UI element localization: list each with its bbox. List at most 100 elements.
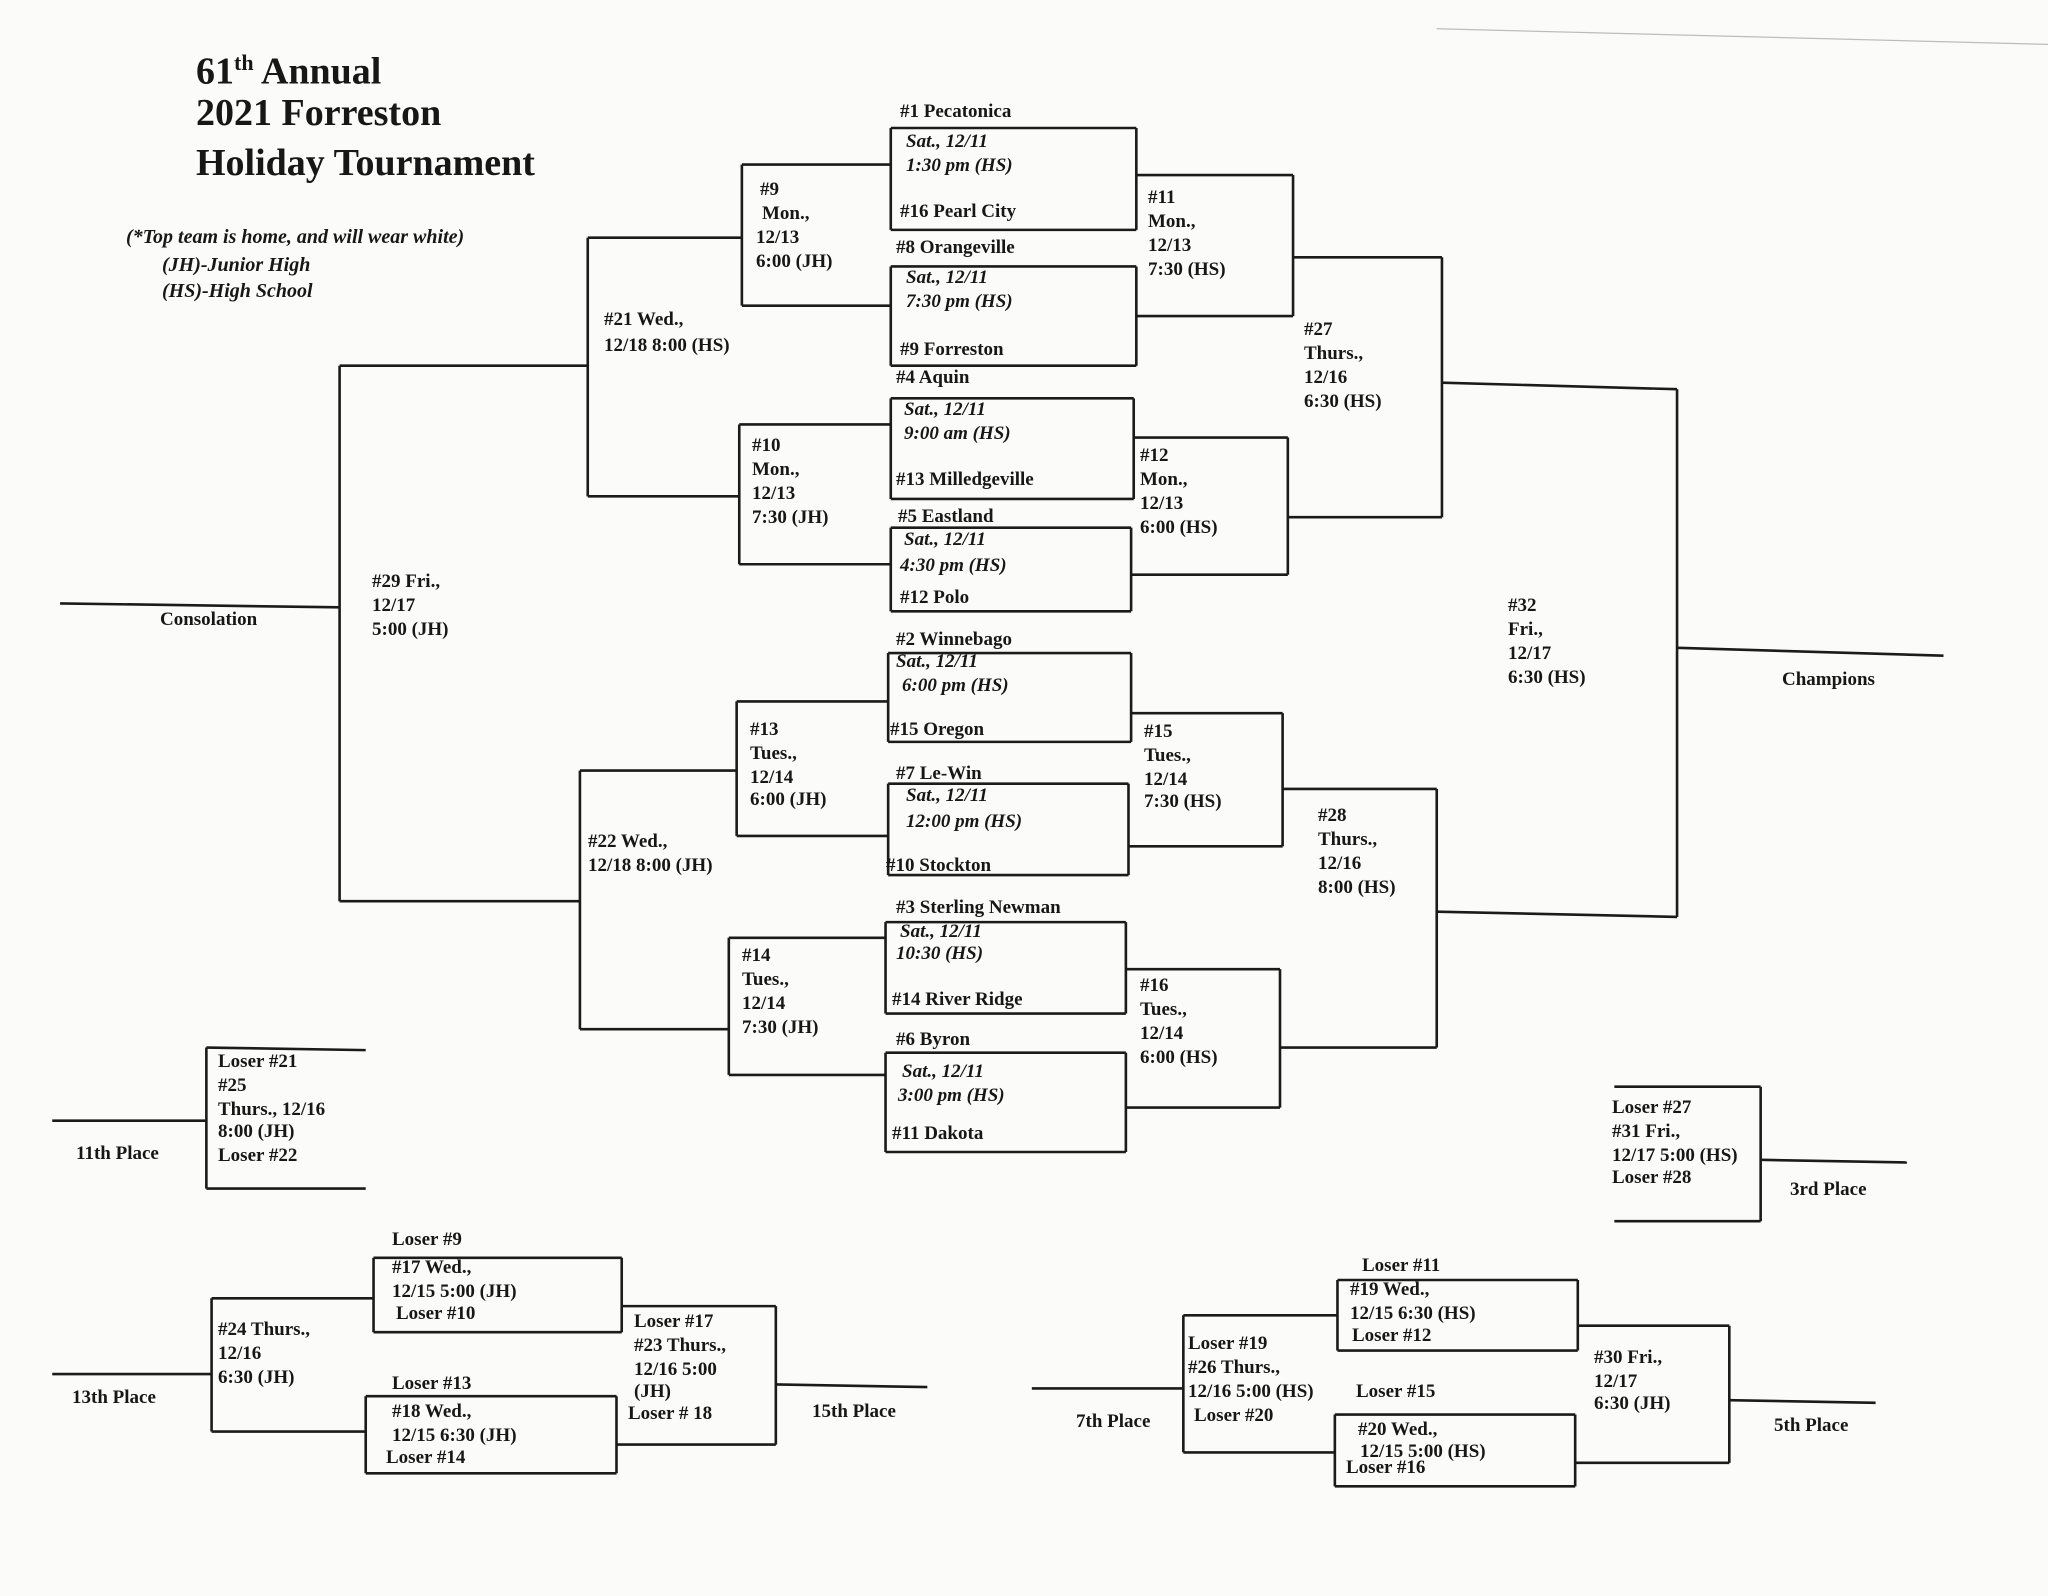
r1-1-time: 1:30 pm (HS) <box>906 155 1013 176</box>
game-27-time: 6:30 (HS) <box>1304 391 1382 412</box>
game-31-number: #31 Fri., <box>1612 1121 1681 1142</box>
game-23-date: 12/16 5:00 <box>634 1359 717 1380</box>
game-12-date: 12/13 <box>1140 493 1184 514</box>
r1-5-time: 6:00 pm (HS) <box>902 675 1009 696</box>
game-21-line1: #21 Wed., <box>604 309 684 330</box>
game-30-date: 12/17 <box>1594 1371 1638 1392</box>
title-line-3: Holiday Tournament <box>196 142 535 184</box>
game-26-loser-19: Loser #19 <box>1188 1333 1268 1354</box>
r1-7-bottom-team: #14 River Ridge <box>892 989 1023 1010</box>
title-line-2: 2021 Forreston <box>196 92 442 134</box>
game-19-loser-12: Loser #12 <box>1352 1325 1432 1346</box>
r1-box-4 <box>889 526 1133 613</box>
r1-4-bottom-team: #12 Polo <box>900 587 970 608</box>
hs-legend: (HS)-High School <box>162 280 313 302</box>
game-31-loser-27: Loser #27 <box>1612 1097 1692 1118</box>
game-25-loser-21: Loser #21 <box>218 1051 298 1072</box>
game-9-date: 12/13 <box>756 227 800 248</box>
game-20-number: #20 Wed., <box>1358 1419 1438 1440</box>
r1-2-time: 7:30 pm (HS) <box>906 291 1013 312</box>
game-30-number: #30 Fri., <box>1594 1347 1663 1368</box>
game-19-number: #19 Wed., <box>1350 1279 1430 1300</box>
fifteenth-place-label: 15th Place <box>812 1401 896 1422</box>
game-12-time: 6:00 (HS) <box>1140 517 1218 538</box>
title-number: 61 <box>196 50 234 93</box>
game-27-day: Thurs., <box>1304 343 1364 364</box>
game-29-line3: 5:00 (JH) <box>372 619 449 640</box>
game-19-loser-11: Loser #11 <box>1362 1255 1441 1276</box>
game-10-date: 12/13 <box>752 483 796 504</box>
game-30-time: 6:30 (JH) <box>1594 1393 1671 1414</box>
game-31-loser-28: Loser #28 <box>1612 1167 1692 1188</box>
r1-8-bottom-team: #11 Dakota <box>892 1123 984 1144</box>
r1-2-bottom-team: #9 Forreston <box>900 339 1004 360</box>
game-32-time: 6:30 (HS) <box>1508 667 1586 688</box>
r1-6-date: Sat., 12/11 <box>906 785 988 806</box>
game-25-number: #25 <box>218 1075 247 1096</box>
r1-box-1 <box>889 126 1138 232</box>
r1-8-top-team: #6 Byron <box>896 1029 971 1050</box>
game-11-time: 7:30 (HS) <box>1148 259 1226 280</box>
fifth-place-label: 5th Place <box>1774 1415 1849 1436</box>
r1-6-top-team: #7 Le-Win <box>896 763 982 784</box>
r1-6-bottom-team: #10 Stockton <box>886 855 992 876</box>
game-29-line2: 12/17 <box>372 595 416 616</box>
game-28-number: #28 <box>1318 805 1347 826</box>
game-14-time: 7:30 (JH) <box>742 1017 819 1038</box>
r1-1-top-team: #1 Pecatonica <box>900 101 1012 122</box>
game-20-date-time: 12/15 5:00 (HS) <box>1360 1441 1486 1462</box>
game-23-time: (JH) <box>634 1381 671 1402</box>
game-25-date: Thurs., 12/16 <box>218 1099 326 1120</box>
r1-8-time: 3:00 pm (HS) <box>898 1085 1005 1106</box>
game-26-date-time: 12/16 5:00 (HS) <box>1188 1381 1314 1402</box>
game-24-date: 12/16 <box>218 1343 262 1364</box>
game-23-number: #23 Thurs., <box>634 1335 727 1356</box>
game-10-day: Mon., <box>752 459 800 480</box>
game-28-date: 12/16 <box>1318 853 1362 874</box>
game-23-loser-18: Loser # 18 <box>628 1403 713 1424</box>
game-32-day: Fri., <box>1508 619 1543 640</box>
game-13-time: 6:00 (JH) <box>750 789 827 810</box>
r1-7-time: 10:30 (HS) <box>896 943 984 964</box>
r1-3-time: 9:00 am (HS) <box>904 423 1011 444</box>
game-11-date: 12/13 <box>1148 235 1192 256</box>
game-12-number: #12 <box>1140 445 1169 466</box>
game-17-date-time: 12/15 5:00 (JH) <box>392 1281 517 1302</box>
game-16-time: 6:00 (HS) <box>1140 1047 1218 1068</box>
game-16-day: Tues., <box>1140 999 1187 1020</box>
game-32-date: 12/17 <box>1508 643 1552 664</box>
game-24-number: #24 Thurs., <box>218 1319 311 1340</box>
game-15-number: #15 <box>1144 721 1173 742</box>
game-17-number: #17 Wed., <box>392 1257 472 1278</box>
game-26-loser-20: Loser #20 <box>1194 1405 1274 1426</box>
r1-box-5 <box>886 651 1133 744</box>
game-13-number: #13 <box>750 719 779 740</box>
r1-5-top-team: #2 Winnebago <box>896 629 1012 650</box>
game-29-line1: #29 Fri., <box>372 571 441 592</box>
r1-4-time: 4:30 pm (HS) <box>900 555 1007 576</box>
r1-1-bottom-team: #16 Pearl City <box>900 201 1017 222</box>
r1-5-bottom-team: #15 Oregon <box>890 719 985 740</box>
r1-8-date: Sat., 12/11 <box>902 1061 984 1082</box>
game-20-loser-15: Loser #15 <box>1356 1381 1436 1402</box>
game-23-loser-17: Loser #17 <box>634 1311 714 1332</box>
r1-4-top-team: #5 Eastland <box>898 506 994 527</box>
game-14-date: 12/14 <box>742 993 786 1014</box>
game-9-number: #9 <box>760 179 779 200</box>
page-title: 61th Annual <box>196 38 381 97</box>
game-16-number: #16 <box>1140 975 1169 996</box>
game-21-line2: 12/18 8:00 (HS) <box>604 335 730 356</box>
game-10-number: #10 <box>752 435 781 456</box>
game-10-time: 7:30 (JH) <box>752 507 829 528</box>
game-11-number: #11 <box>1148 187 1176 208</box>
r1-box-6 <box>886 782 1130 877</box>
game-9-day: Mon., <box>762 203 810 224</box>
game-28-day: Thurs., <box>1318 829 1378 850</box>
game-14-day: Tues., <box>742 969 789 990</box>
r1-5-date: Sat., 12/11 <box>896 651 978 672</box>
game-18-loser-13: Loser #13 <box>392 1373 472 1394</box>
eleventh-place-label: 11th Place <box>76 1143 159 1164</box>
r1-3-date: Sat., 12/11 <box>904 399 986 420</box>
r1-box-2 <box>889 265 1138 368</box>
